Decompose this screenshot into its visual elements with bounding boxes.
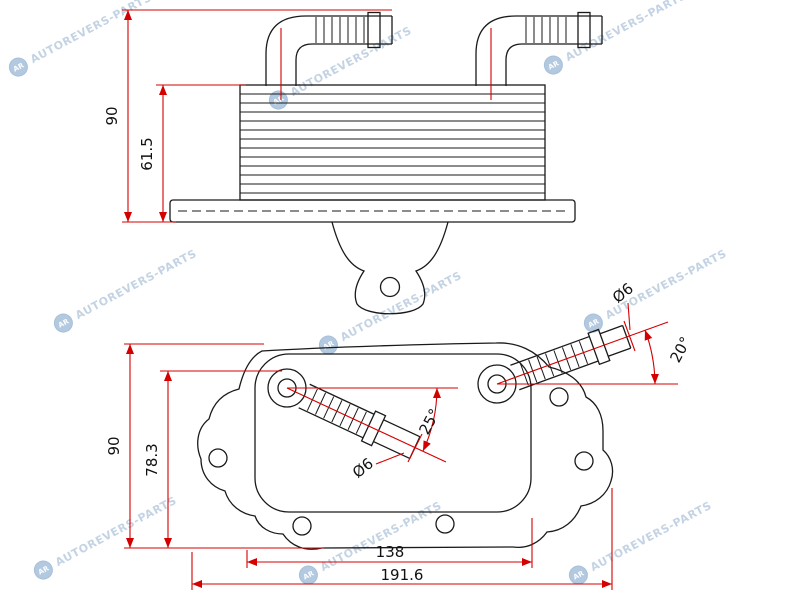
base-plate xyxy=(169,199,576,223)
angle25-arc xyxy=(422,387,441,452)
pipe-left-ridges xyxy=(315,17,365,43)
angle20-arc xyxy=(644,329,659,385)
pipe-bosses xyxy=(267,364,517,408)
cooler-body-outline xyxy=(254,353,532,513)
label-61-5: 61.5 xyxy=(138,137,156,170)
label-dia-pipe2: Ø6 xyxy=(609,279,637,306)
label-138: 138 xyxy=(376,543,405,561)
bracket-hole xyxy=(379,276,401,298)
flange-outline xyxy=(197,342,614,550)
label-dia-pipe1: Ø6 xyxy=(349,454,377,481)
label-90-bottom: 90 xyxy=(105,436,123,455)
dimension-lines xyxy=(122,9,678,590)
label-78-3: 78.3 xyxy=(143,443,161,476)
pipe-right-collar xyxy=(577,11,591,49)
pipe-right-top-view xyxy=(475,11,603,86)
ext-top xyxy=(122,9,392,223)
pipe-left-collar xyxy=(367,11,381,49)
dia-leader-pipe1 xyxy=(375,452,405,465)
mounting-holes xyxy=(208,387,594,536)
fin-lines xyxy=(240,93,545,194)
bottom-view xyxy=(197,324,632,550)
dia-leader-pipe2 xyxy=(627,302,631,331)
pipe-centerlines-top xyxy=(280,28,492,100)
fin-stack-outline xyxy=(239,84,546,201)
label-90-top: 90 xyxy=(103,106,121,125)
angle20-axis-line xyxy=(496,321,669,385)
pipe-left-top-view xyxy=(265,11,393,86)
pipe-right-ridges xyxy=(525,17,567,43)
top-view xyxy=(169,11,603,315)
label-angle-20: 20° xyxy=(666,334,694,366)
dia-tick-pipe2 xyxy=(623,320,636,352)
angle25-axis-line xyxy=(286,387,447,463)
dia-tick-pipe1 xyxy=(407,433,423,463)
label-191-6: 191.6 xyxy=(381,566,424,584)
mounting-bracket xyxy=(331,221,449,315)
label-angle-25: 25° xyxy=(415,406,443,438)
